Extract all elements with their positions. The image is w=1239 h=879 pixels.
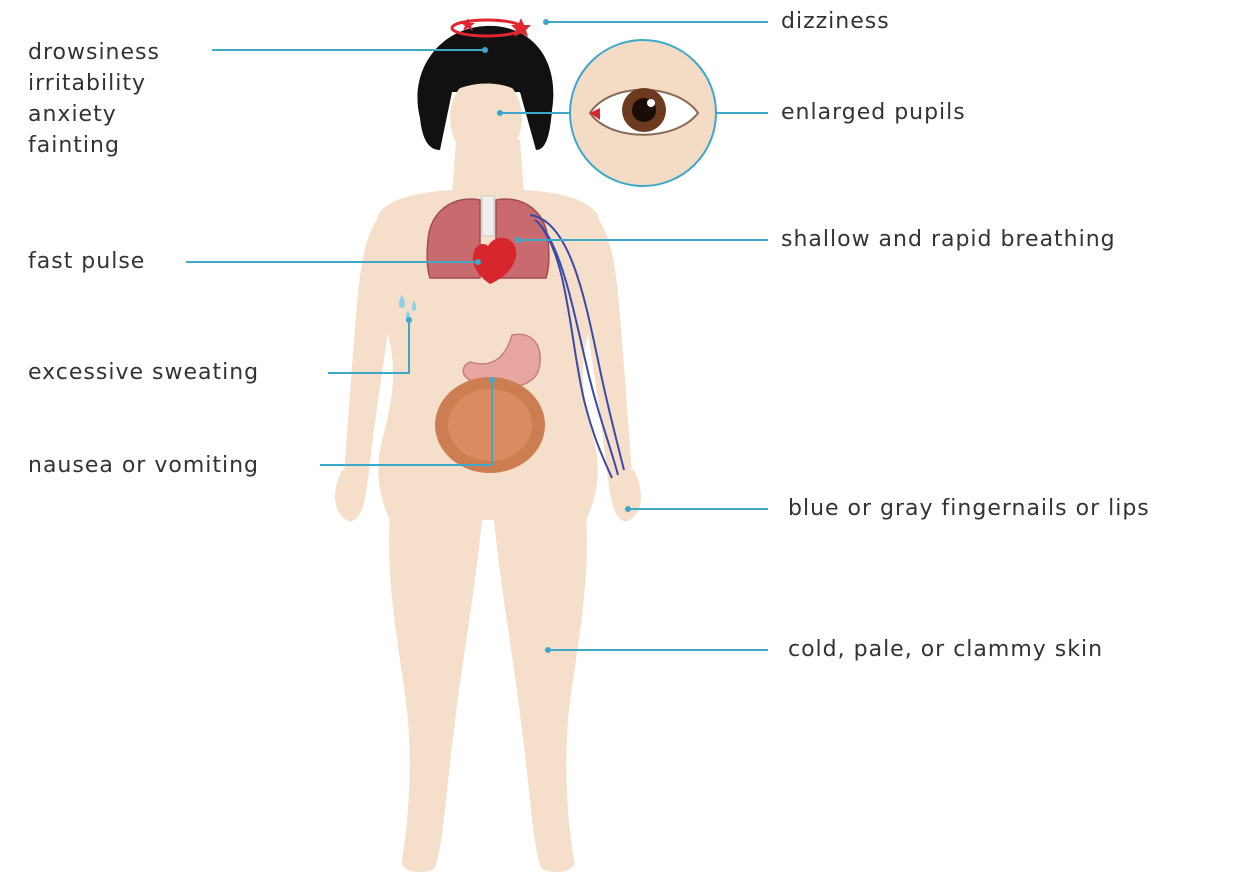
label-enlarged-pupils: enlarged pupils <box>781 98 966 128</box>
label-fast-pulse: fast pulse <box>28 247 145 277</box>
label-breathing: shallow and rapid breathing <box>781 225 1116 255</box>
label-fainting: fainting <box>28 130 160 161</box>
head <box>417 26 553 162</box>
label-drowsiness: drowsiness <box>28 37 160 68</box>
label-fingernails: blue or gray fingernails or lips <box>788 494 1150 524</box>
label-dizziness: dizziness <box>781 7 890 37</box>
label-mental-symptoms: drowsiness irritability anxiety fainting <box>28 37 160 161</box>
label-anxiety: anxiety <box>28 99 160 130</box>
label-irritability: irritability <box>28 68 160 99</box>
label-skin: cold, pale, or clammy skin <box>788 635 1103 665</box>
label-nausea: nausea or vomiting <box>28 451 259 481</box>
eye-closeup-icon <box>570 40 716 186</box>
label-excessive-sweating: excessive sweating <box>28 358 259 388</box>
